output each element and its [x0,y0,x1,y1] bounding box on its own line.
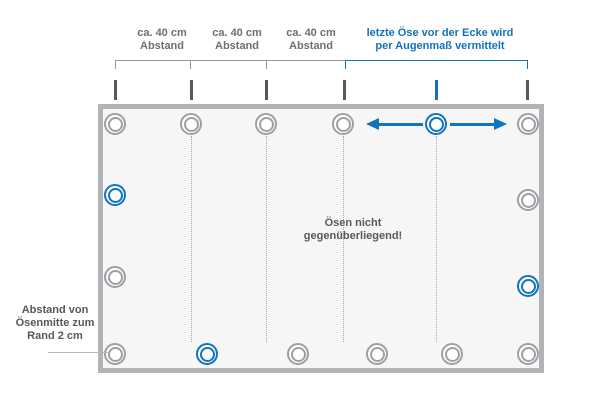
eyelet-gray [287,343,309,365]
eyelet-blue [517,275,539,297]
eyelet-blue [104,184,126,206]
eyelet-gray [104,266,126,288]
dimension-tick [264,80,268,100]
gray-measure-bracket [115,60,345,61]
arrow-right-shaft [450,122,497,126]
spacing-label-2-line1: ca. 40 cm [212,27,262,39]
center-note-label: Ösen nicht gegenüberliegend! [273,217,433,243]
center-note-line2: gegenüberliegend! [303,230,403,242]
edge-note-line1: Abstand von [21,304,89,316]
eyelet-gray [366,343,388,365]
blue-note-label: letzte Öse vor der Ecke wird per Augenma… [340,27,540,53]
blue-measure-bracket [345,60,528,61]
eyelet-gray [517,343,539,365]
spacing-label-3-line1: ca. 40 cm [286,27,336,39]
eyelet-gray [332,113,354,135]
edge-note-line2: Ösenmitte zum [15,317,95,329]
dimension-tick [525,80,529,100]
eyelet-gray [441,343,463,365]
eyelet-blue [425,113,447,135]
spacing-label-3: ca. 40 cm Abstand [266,27,356,53]
edge-note-line3: Rand 2 cm [27,330,83,342]
dimension-tick-blue [434,80,438,100]
dimension-tick [113,80,117,100]
edge-note-label: Abstand von Ösenmitte zum Rand 2 cm [5,304,105,343]
eyelet-gray [517,189,539,211]
spacing-label-3-line2: Abstand [289,40,333,52]
eyelet-gray [180,113,202,135]
dotted-guideline [265,136,267,342]
eyelet-gray [255,113,277,135]
center-note-line1: Ösen nicht [324,217,382,229]
dotted-guideline [190,136,192,342]
spacing-label-1-line2: Abstand [140,40,184,52]
blue-note-line1: letzte Öse vor der Ecke wird [366,27,514,39]
blue-bracket-tick [527,60,528,69]
eyelet-blue [196,343,218,365]
dimension-tick [342,80,346,100]
eyelet-gray [104,113,126,135]
eyelet-gray [517,113,539,135]
blue-note-line2: per Augenmaß vermittelt [375,40,505,52]
dimension-tick [189,80,193,100]
edge-note-leader-line [48,352,108,353]
blue-bracket-tick [344,60,346,69]
spacing-label-1: ca. 40 cm Abstand [117,27,207,53]
spacing-label-2: ca. 40 cm Abstand [192,27,282,53]
gray-bracket-tick [265,60,267,69]
dotted-guideline [435,136,437,342]
arrow-left-shaft [376,122,423,126]
arrow-right-icon [494,118,507,130]
tarp-rectangle [98,104,544,373]
gray-bracket-tick [114,60,116,69]
arrow-left-icon [366,118,379,130]
dotted-guideline [342,136,344,342]
gray-bracket-tick [190,60,191,69]
spacing-label-1-line1: ca. 40 cm [137,27,187,39]
spacing-label-2-line2: Abstand [215,40,259,52]
eyelet-gray [104,343,126,365]
